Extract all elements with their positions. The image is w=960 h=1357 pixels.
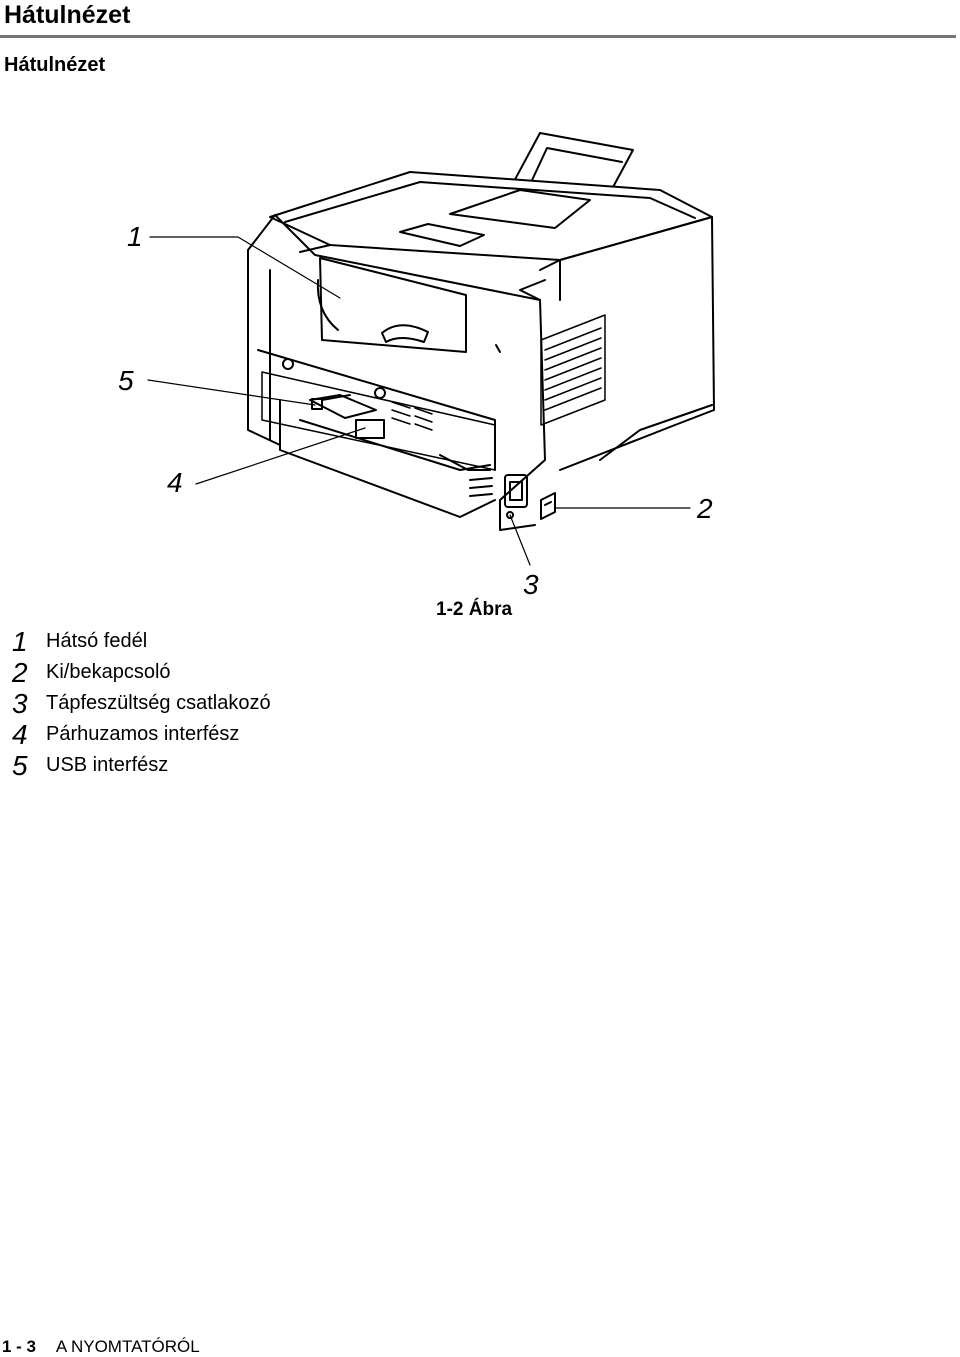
legend-label: Ki/bekapcsoló — [46, 661, 171, 683]
printer-rear-view-figure: 1 5 4 2 3 — [0, 120, 960, 600]
callout-2: 2 — [697, 493, 713, 524]
legend-label: Tápfeszültség csatlakozó — [46, 692, 271, 714]
legend-item: 3 Tápfeszültség csatlakozó — [12, 688, 271, 719]
callout-5: 5 — [118, 365, 134, 396]
legend-number: 1 — [12, 625, 28, 657]
legend-number: 3 — [12, 687, 28, 719]
legend-item: 2 Ki/bekapcsoló — [12, 657, 271, 688]
legend-item: 1 Hátsó fedél — [12, 626, 271, 657]
figure-legend: 1 Hátsó fedél 2 Ki/bekapcsoló 3 Tápfeszü… — [12, 626, 271, 781]
legend-item: 4 Párhuzamos interfész — [12, 719, 271, 750]
legend-number: 2 — [12, 656, 28, 688]
callout-4: 4 — [167, 467, 183, 498]
section-title: Hátulnézet — [4, 54, 106, 76]
legend-label: USB interfész — [46, 754, 169, 776]
figure-caption: 1-2 Ábra — [436, 599, 513, 620]
page-title: Hátulnézet — [4, 1, 131, 29]
callout-1: 1 — [127, 221, 143, 252]
title-divider — [0, 35, 956, 38]
callout-3: 3 — [523, 569, 539, 600]
footer-chapter: A NYOMTATÓRÓL — [55, 1337, 200, 1356]
page-footer: 1 - 3 A NYOMTATÓRÓL — [2, 1337, 200, 1357]
legend-item: 5 USB interfész — [12, 750, 271, 781]
legend-number: 5 — [12, 749, 28, 781]
printer-illustration — [147, 132, 715, 566]
legend-number: 4 — [12, 718, 28, 750]
footer-page-number: 1 - 3 — [2, 1337, 37, 1356]
legend-label: Hátsó fedél — [46, 630, 148, 652]
legend-label: Párhuzamos interfész — [46, 723, 240, 745]
